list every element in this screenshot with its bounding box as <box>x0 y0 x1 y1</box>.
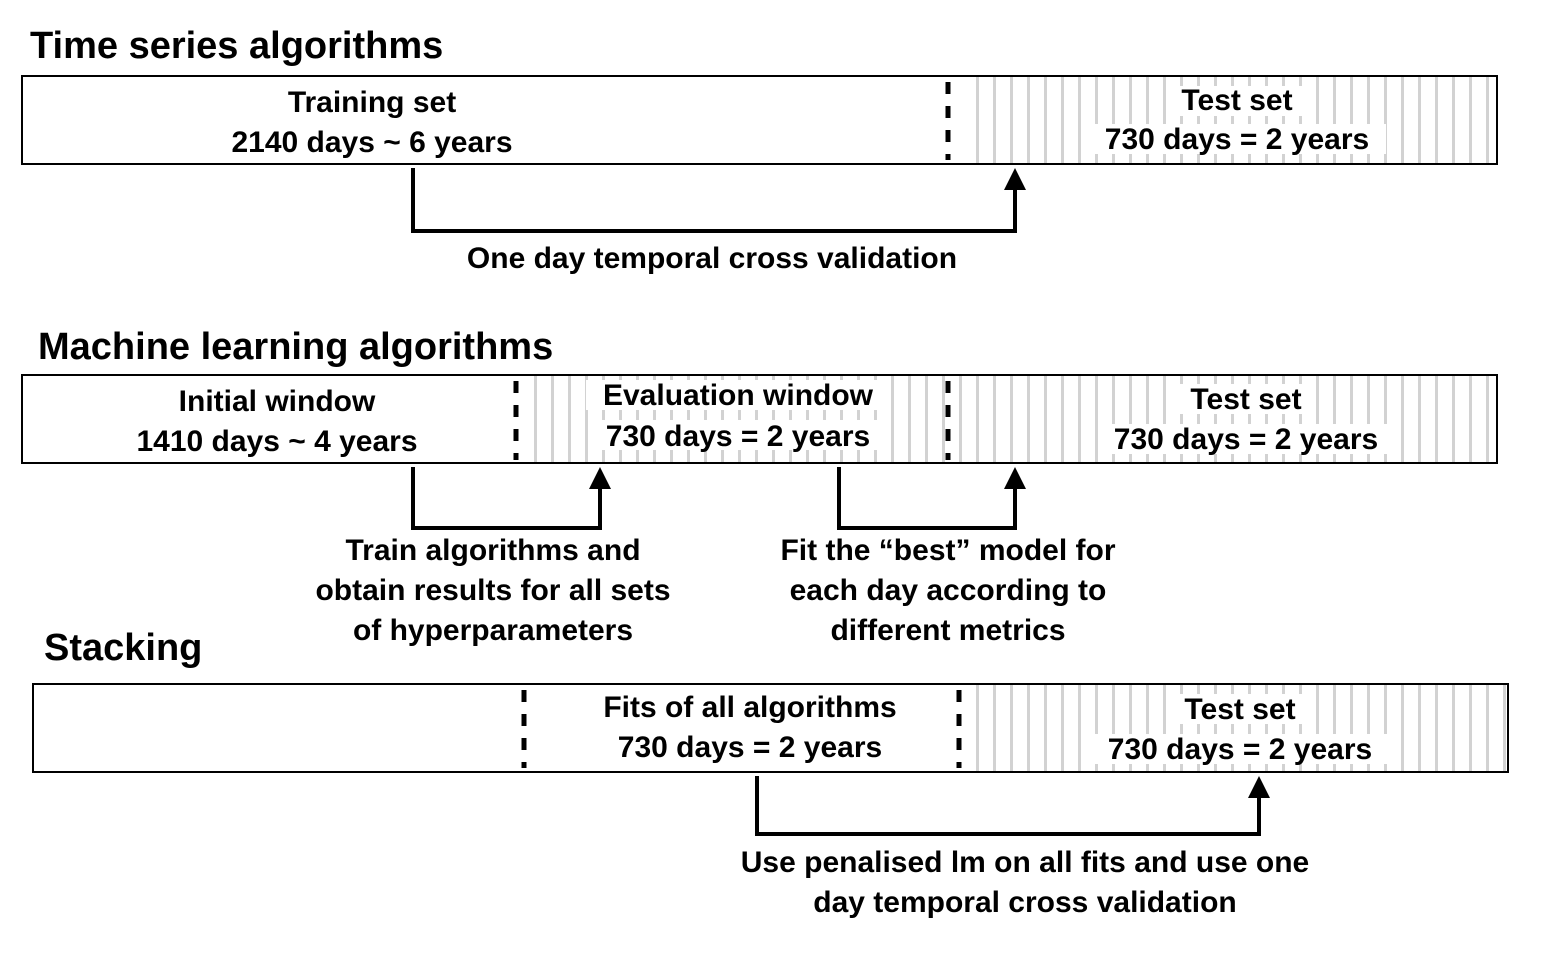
stacking-test-duration-bg <box>1092 734 1388 764</box>
arrowhead-icon <box>1004 168 1026 190</box>
ml-train-annotation: Train algorithms and obtain results for … <box>315 534 670 647</box>
ml-section: Machine learning algorithms Initial wind… <box>21 326 1498 647</box>
arrowhead-icon <box>589 467 611 489</box>
stacking-annotation-line-2: day temporal cross validation <box>813 886 1236 919</box>
ml-train-annotation-line-2: obtain results for all sets <box>315 574 670 607</box>
ml-train-arrow <box>411 467 611 530</box>
time-series-cv-annotation: One day temporal cross validation <box>467 242 957 275</box>
time-series-training-duration: 2140 days ~ 6 years <box>231 126 512 159</box>
stacking-test-label: Test set <box>1184 693 1295 726</box>
ml-fit-annotation-line-1: Fit the “best” model for <box>780 534 1115 567</box>
ml-evaluation-label-bg <box>586 380 890 410</box>
ml-fit-annotation-line-3: different metrics <box>830 614 1065 647</box>
stacking-annotation-line-1: Use penalised lm on all fits and use one <box>741 846 1309 879</box>
time-series-title: Time series algorithms <box>30 25 443 67</box>
arrowhead-icon <box>1248 776 1270 798</box>
time-series-timeline: Training set 2140 days ~ 6 years Test se… <box>21 75 1498 165</box>
stacking-annotation: Use penalised lm on all fits and use one… <box>741 846 1309 919</box>
stacking-cv-arrow <box>755 776 1270 836</box>
ml-test-label-bg <box>1180 384 1312 414</box>
stacking-timeline: Fits of all algorithms 730 days = 2 year… <box>32 683 1509 773</box>
time-series-test-label-bg <box>1170 86 1304 116</box>
time-series-training-label: Training set <box>288 86 456 119</box>
time-series-cv-arrow <box>411 168 1026 233</box>
ml-fit-arrow <box>837 467 1026 530</box>
time-series-test-label: Test set <box>1181 84 1292 117</box>
time-series-test-duration: 730 days = 2 years <box>1105 123 1369 156</box>
ml-initial-window-label: Initial window <box>179 385 376 418</box>
ml-evaluation-window-duration: 730 days = 2 years <box>606 420 870 453</box>
ml-test-label: Test set <box>1190 383 1301 416</box>
ml-fit-annotation: Fit the “best” model for each day accord… <box>780 534 1115 647</box>
ml-train-annotation-line-1: Train algorithms and <box>345 534 640 567</box>
stacking-test-duration: 730 days = 2 years <box>1108 733 1372 766</box>
arrowhead-icon <box>1004 467 1026 489</box>
stacking-title: Stacking <box>44 627 202 669</box>
ml-test-duration-bg <box>1098 424 1394 454</box>
ml-evaluation-window-label: Evaluation window <box>603 379 874 412</box>
ml-evaluation-duration-bg <box>590 420 886 450</box>
ml-train-annotation-line-3: of hyperparameters <box>353 614 633 647</box>
time-series-test-duration-bg <box>1088 124 1386 154</box>
ml-fit-annotation-line-2: each day according to <box>790 574 1107 607</box>
ml-test-duration: 730 days = 2 years <box>1114 423 1378 456</box>
stacking-fits-duration: 730 days = 2 years <box>618 731 882 764</box>
ml-initial-window-duration: 1410 days ~ 4 years <box>136 425 417 458</box>
time-series-section: Time series algorithms Training set 2140… <box>21 25 1498 275</box>
ml-title: Machine learning algorithms <box>38 326 553 368</box>
ml-timeline: Initial window 1410 days ~ 4 years Evalu… <box>21 374 1498 464</box>
stacking-fits-label: Fits of all algorithms <box>603 691 896 724</box>
stacking-test-label-bg <box>1174 694 1306 724</box>
stacking-section: Stacking Fits of all algorithms 730 days… <box>32 627 1509 919</box>
